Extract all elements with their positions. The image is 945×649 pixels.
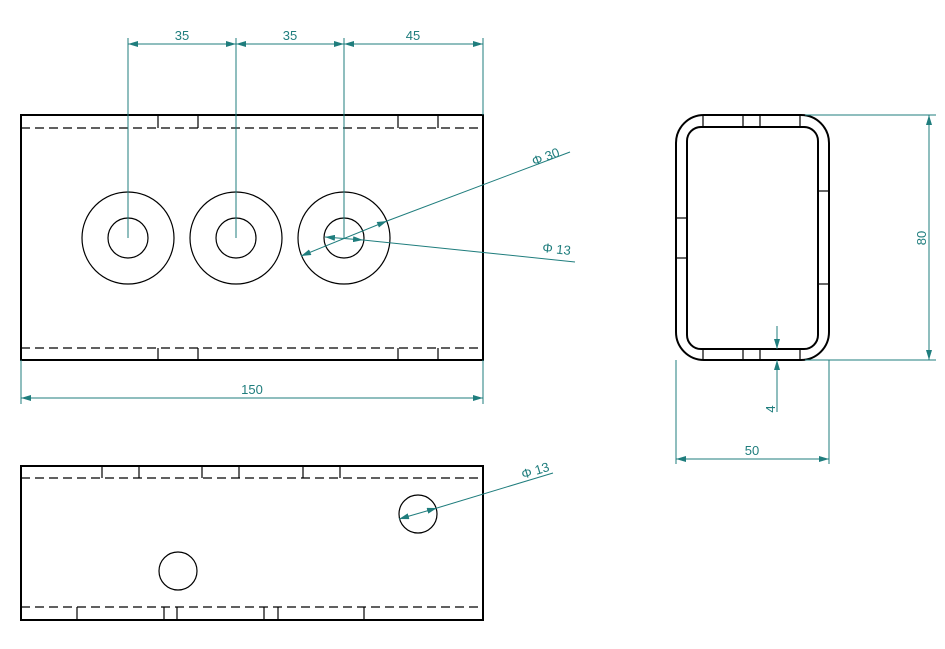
inner-diameter-callout: Φ 13 xyxy=(324,234,576,263)
front-view: 35 35 45 150 Φ 30 Φ 13 xyxy=(20,28,576,404)
hidden-ticks xyxy=(157,115,439,360)
dim-inner-diameter: Φ 13 xyxy=(542,240,572,258)
dim-hole-spacing-2: 35 xyxy=(283,28,297,43)
bottom-view: Φ 13 xyxy=(20,459,554,621)
height-dimension: 80 xyxy=(805,114,936,361)
dim-width: 50 xyxy=(745,443,759,458)
outer-diameter-callout: Φ 30 xyxy=(300,145,571,257)
section-view: 80 50 4 xyxy=(675,114,936,464)
through-hole-1 xyxy=(158,551,198,591)
hidden-ticks xyxy=(676,115,829,360)
hidden-ticks xyxy=(76,466,365,620)
width-dimension: 50 xyxy=(675,360,830,464)
dim-hole-spacing-1: 35 xyxy=(175,28,189,43)
bottom-outline xyxy=(20,465,484,621)
length-dimension: 150 xyxy=(20,360,484,404)
tube-inner-profile xyxy=(686,126,819,350)
dim-wall-thickness: 4 xyxy=(763,405,778,412)
hole-diameter-callout: Φ 13 xyxy=(398,459,554,520)
dim-height: 80 xyxy=(914,231,929,245)
wall-thickness-dimension: 4 xyxy=(763,326,780,413)
tube-outer-profile xyxy=(675,114,830,361)
dim-overall-length: 150 xyxy=(241,382,263,397)
top-dimensions: 35 35 45 xyxy=(127,28,484,238)
dim-outer-diameter: Φ 30 xyxy=(530,145,562,169)
front-outline xyxy=(20,114,484,361)
dim-hole-to-edge: 45 xyxy=(406,28,420,43)
